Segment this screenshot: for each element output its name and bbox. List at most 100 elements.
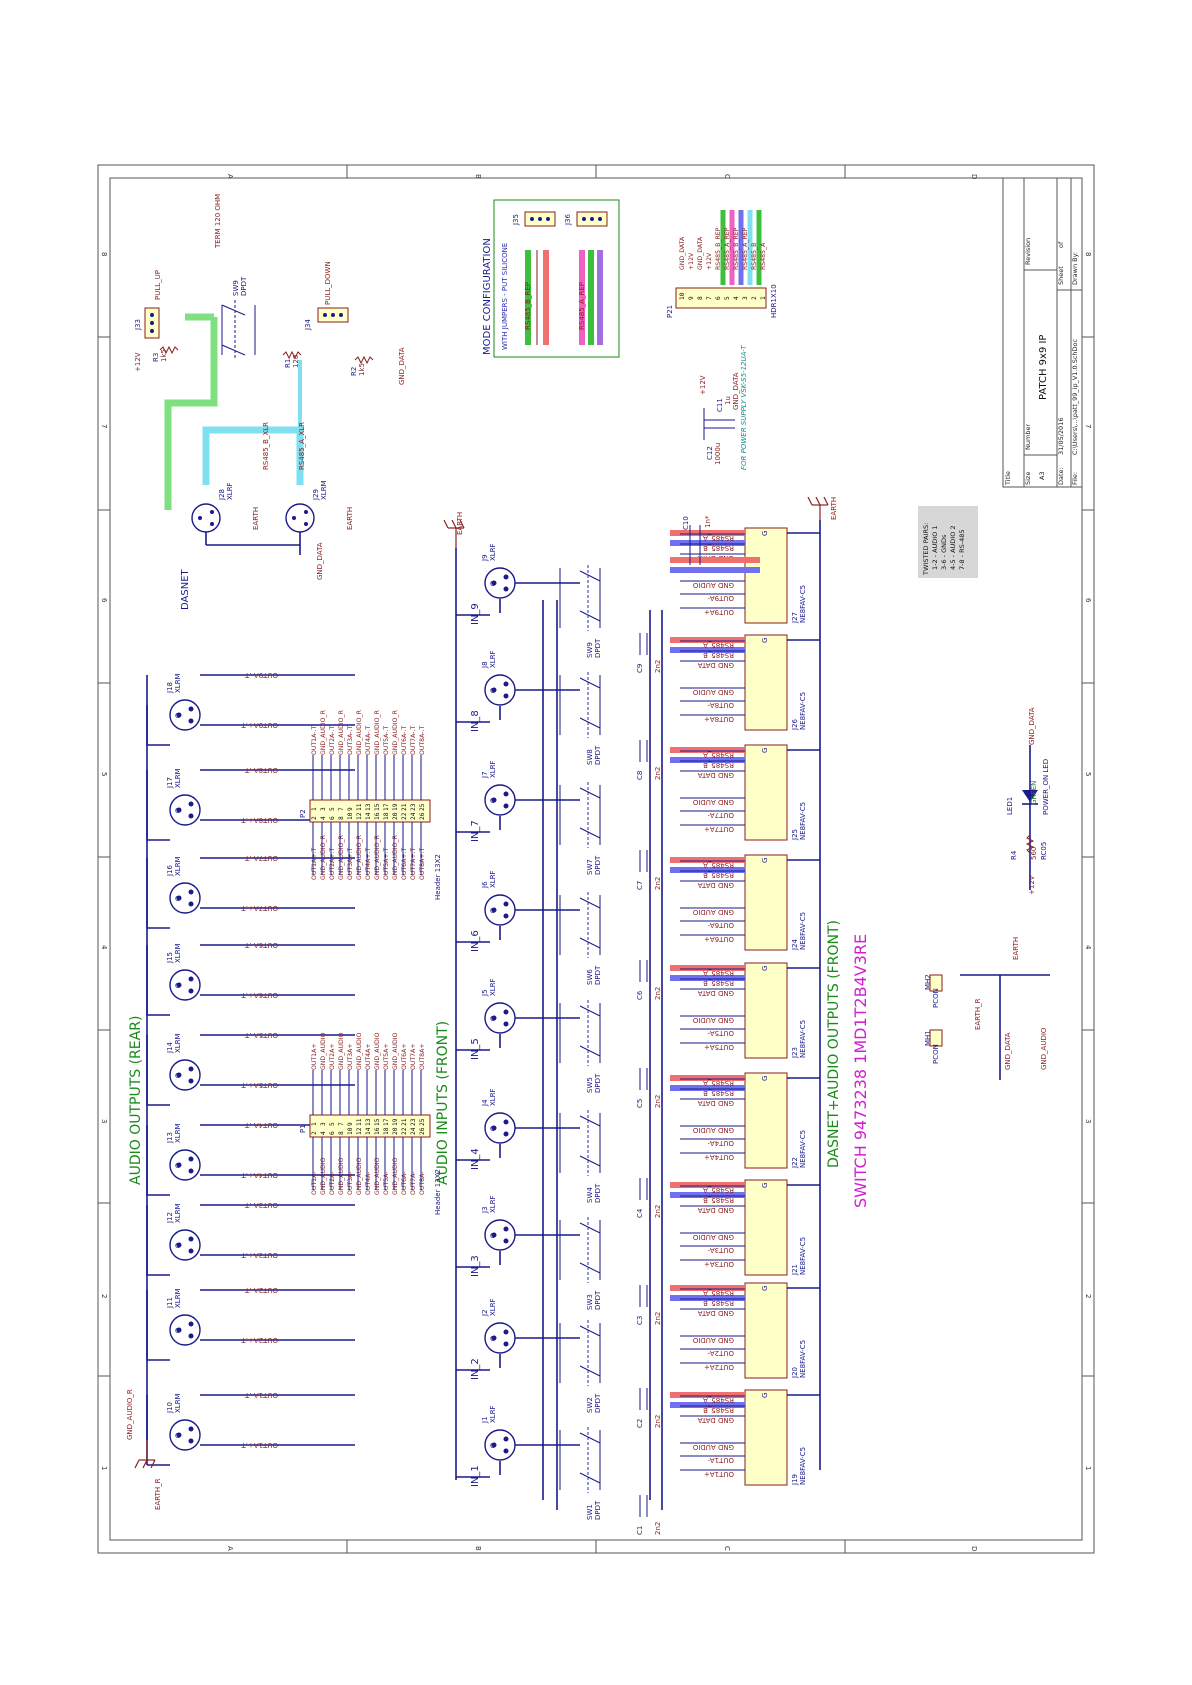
rear-xlr-j12: G: [169, 1229, 201, 1261]
input-xlr-j5-pin-1: [491, 1015, 497, 1021]
input-xlr-j1: G: [484, 1429, 516, 1461]
rs485-b-xlr-label: RS485_B_XLR: [262, 422, 270, 470]
input-xlr-j4-pin-2: [503, 1119, 509, 1125]
header-pin: 16: [374, 812, 381, 820]
r3-value: 1k5: [160, 349, 168, 362]
rear-xlr-j11-pin-3: [188, 1333, 194, 1339]
zone-row-2-left: 2: [100, 1294, 108, 1298]
input-type-j2: XLRF: [489, 1298, 497, 1316]
header-pin: 4: [320, 1131, 327, 1135]
header-pin: 16: [374, 1127, 381, 1135]
header-sig-left: GND_AUDIO: [338, 1157, 345, 1195]
out-pin-g: G: [761, 1076, 769, 1081]
input-xlr-j1-pin-1: [491, 1442, 497, 1448]
rear-net-pos: OUT5A+.T: [241, 1081, 278, 1089]
out-ref-j21: J21: [791, 1264, 799, 1276]
c10-block: C10 1n*: [670, 515, 760, 573]
input-xlr-j9-g-label: G: [490, 580, 495, 588]
input-type-j7: XLRF: [489, 760, 497, 778]
header-sig-right: OUT2A+: [329, 1043, 336, 1070]
input-xlr-j1-pin-3: [503, 1448, 509, 1454]
sw9-switch: [221, 300, 256, 360]
led-color: GREEN: [1030, 781, 1038, 805]
out-net-label: OUT9A+: [704, 608, 734, 616]
header-sig-left: GND_AUDIO: [374, 1157, 381, 1195]
mh1-pcon: PCON: [932, 1044, 940, 1064]
input-xlr-j5: G: [484, 1002, 516, 1034]
rear-xlr-j18-pin-2: [188, 706, 194, 712]
r4-value: 560: [1030, 847, 1038, 860]
header-pin: 3: [320, 1122, 327, 1126]
title-block: Title PATCH 9x9 IP Size A3 Number Revisi…: [1002, 177, 1083, 488]
input-ref-j5: J5: [481, 989, 489, 997]
rear-ref-j17: J17: [166, 777, 174, 789]
out-net-label: OUT4A+: [704, 1153, 734, 1161]
r4-ref: R4: [1010, 850, 1018, 860]
c10-value: 1n*: [704, 515, 712, 528]
zone-col-c-top: C: [723, 174, 731, 179]
rear-xlr-j15-pin-2: [188, 976, 194, 982]
input-name-j2: IN_2: [470, 1358, 481, 1380]
switch-blade: [579, 1262, 601, 1274]
header-sig-left: OUT4A-: [365, 1172, 372, 1195]
tb-date-label: Date:: [1057, 467, 1065, 485]
rear-earth-symbol: [134, 1440, 156, 1469]
input-xlr-j8-pin-1: [491, 687, 497, 693]
input-xlr-j7-pin-1: [491, 797, 497, 803]
input-sw-sw8: SW8: [586, 749, 594, 765]
input-ref-j1: J1: [481, 1416, 489, 1424]
rear-xlr-j16-pin-3: [188, 901, 194, 907]
rear-ref-j11: J11: [166, 1297, 174, 1309]
header-pin: 24: [410, 1127, 417, 1135]
front-inputs-heading: AUDIO INPUTS (FRONT): [435, 1021, 451, 1185]
j36-net: RS485_A_REP: [578, 282, 586, 330]
rear-xlr-j12-pin-1: [176, 1242, 182, 1248]
input-cap-c9: C9: [636, 664, 644, 673]
header-sig-right: OUT7A+: [410, 1043, 417, 1070]
mh2-pcon: PCON: [932, 988, 940, 1008]
input-sw-sw2: SW2: [586, 1397, 594, 1413]
input-type-j5: XLRF: [489, 978, 497, 996]
rear-type-j11: XLRM: [174, 1288, 182, 1308]
input-switch-sw5: [559, 1000, 601, 1066]
tb-sheet-label: Sheet: [1057, 266, 1065, 285]
out-net-label: RS485_A: [703, 1079, 734, 1087]
out-net-label: GND DATA: [697, 1206, 734, 1214]
switch-blade: [579, 1325, 601, 1337]
input-cap-c1: C1: [636, 1526, 644, 1535]
p21-net: RS485_B_REP: [733, 227, 740, 270]
input-type-j3: XLRF: [489, 1195, 497, 1213]
rear-xlr-j17: G: [169, 794, 201, 826]
input-name-j1: IN_1: [470, 1465, 481, 1487]
input-xlr-j2: G: [484, 1322, 516, 1354]
out-net-label: GND AUDIO: [692, 1016, 734, 1024]
out-ref-j26: J26: [791, 718, 799, 731]
header-pin: 9: [347, 1122, 354, 1126]
switch-blade: [579, 1222, 601, 1234]
input-xlr-j8-g-label: G: [490, 687, 495, 695]
out-net-label: RS485_A: [703, 861, 734, 869]
rear-ref-j16: J16: [166, 864, 174, 877]
out-ref-j22: J22: [791, 1157, 799, 1169]
twisted-pairs-title: TWISTED PAIRS:: [922, 523, 930, 576]
switch-blade: [579, 570, 601, 582]
tb-title: PATCH 9x9 IP: [1038, 335, 1049, 400]
header-pin: 1: [311, 1122, 318, 1126]
input-sw-type-sw3: DPDT: [594, 1290, 602, 1310]
p21-pin: 8: [697, 296, 704, 300]
input-xlr-j1-g-label: G: [490, 1442, 495, 1450]
mh2-ref: MH2: [924, 974, 932, 990]
header-pin: 7: [338, 807, 345, 811]
input-type-j4: XLRF: [489, 1088, 497, 1106]
input-sw-sw1: SW1: [586, 1504, 594, 1520]
rear-type-j10: XLRM: [174, 1393, 182, 1413]
input-cap-c6: C6: [636, 990, 644, 1000]
header-pin: 8: [338, 1131, 345, 1135]
input-cap-val-c3: 2n2: [654, 1312, 662, 1325]
j33-ref: J33: [134, 319, 142, 331]
rear-ref-j18: J18: [166, 682, 174, 694]
mount-gnd-audio: GND_AUDIO: [1040, 1027, 1048, 1070]
rear-net-neg: OUT8A-.T: [244, 766, 278, 774]
out-net-label: RS485_B: [703, 1299, 734, 1307]
